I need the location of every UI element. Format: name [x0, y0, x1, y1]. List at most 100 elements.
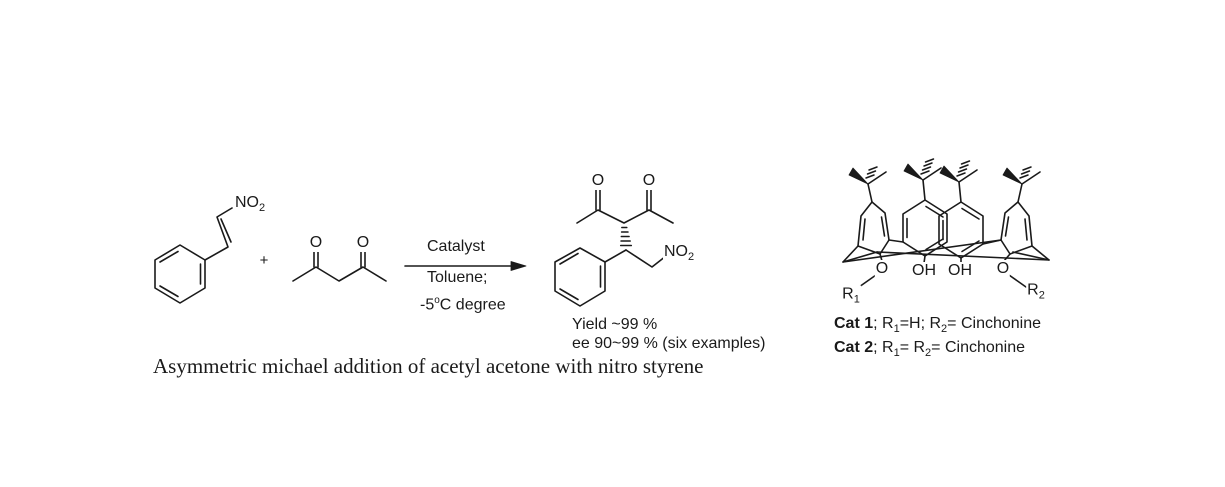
r1-subscript: 1	[853, 293, 860, 306]
cat1-sep: ; R	[873, 315, 894, 332]
hashed-methyl	[921, 166, 932, 171]
hashed-methyl	[923, 162, 933, 167]
hashed-methyl	[960, 160, 971, 165]
r2-text: R	[1027, 281, 1039, 299]
no2-subscript: 2	[688, 251, 695, 264]
condition-solvent: Toluene;	[427, 269, 488, 286]
ring-double-bond	[880, 216, 886, 237]
r2-label: R2	[1026, 281, 1046, 305]
cat2-sep: ; R	[873, 339, 894, 356]
no2-text: NO	[664, 243, 688, 260]
ring-double-bond	[559, 288, 579, 301]
arrow-head	[510, 261, 527, 271]
methyl-bond	[1021, 171, 1041, 185]
cat1-r2-subscript: 2	[941, 323, 948, 336]
bold-wedge-methyl	[1002, 167, 1023, 185]
temp-value: -5	[420, 296, 435, 314]
yield-text: Yield ~99 %	[572, 316, 658, 333]
cat2-mid: = R	[899, 339, 926, 356]
cat1-mid: =H; R	[899, 315, 942, 332]
ring-double-bond	[925, 238, 944, 251]
ring-double-bond	[1004, 216, 1010, 237]
bold-wedge-methyl	[903, 163, 924, 181]
cat1-name: Cat 1	[834, 315, 874, 332]
hashed-methyl	[1020, 170, 1031, 175]
vinyl-bond	[204, 207, 233, 261]
cat1-end: = Cinchonine	[947, 315, 1042, 332]
hashed-methyl	[956, 172, 966, 177]
tbu-stem	[867, 183, 873, 203]
ring-double-bond	[862, 218, 866, 241]
ring-double-bond	[159, 250, 179, 263]
ring-double-bond	[961, 240, 980, 253]
nitrostyrene-structure	[154, 207, 233, 304]
condition-catalyst: Catalyst	[427, 238, 485, 255]
methyl-bond	[922, 167, 942, 181]
tbu-stem	[1017, 183, 1023, 203]
cat1-r1-subscript: 1	[893, 323, 900, 336]
diketone-backbone	[576, 209, 674, 224]
aryl-ring	[938, 201, 984, 259]
cat2-r2-subscript: 2	[925, 347, 932, 360]
bridge-bond	[888, 239, 904, 243]
plus-sign: +	[258, 252, 270, 270]
ring-double-bond	[961, 207, 980, 220]
hashed-methyl	[959, 164, 969, 169]
catalyst-1-definition: Cat 1; R1=H; R2= Cinchonine	[834, 314, 1041, 339]
o-r2-bond	[1008, 274, 1027, 288]
benzene-ring	[154, 244, 206, 304]
o-label-catalyst-right: O	[995, 260, 1011, 278]
o-label-acac-right: O	[355, 234, 371, 252]
rim-bond	[842, 239, 1002, 263]
hydroxyl-bond	[923, 255, 926, 264]
ring-double-bond	[1024, 218, 1028, 241]
degree-superscript: o	[434, 295, 440, 306]
o-label-acac-left: O	[308, 234, 324, 252]
hashed-methyl	[1022, 166, 1032, 171]
catalyst-2-definition: Cat 2; R1= R2= Cinchonine	[834, 338, 1025, 363]
oh-label-left: OH	[911, 262, 937, 280]
methyl-bond	[867, 171, 887, 185]
condition-temperature: -5oC degree	[420, 292, 506, 314]
no2-subscript: 2	[259, 202, 266, 215]
oxygen-bond	[879, 253, 883, 262]
acetylacetone-structure	[292, 251, 387, 282]
cat2-r1-subscript: 1	[893, 347, 900, 360]
r1-text: R	[842, 285, 854, 303]
cat2-name: Cat 2	[834, 339, 874, 356]
hashed-methyl	[957, 168, 968, 173]
cat2-end: = Cinchonine	[931, 339, 1026, 356]
hashed-methyl	[868, 166, 878, 171]
scheme-caption: Asymmetric michael addition of acetyl ac…	[153, 354, 704, 378]
o-r1-bond	[858, 274, 877, 288]
tbu-stem	[958, 181, 962, 203]
calixarene-catalyst-structure	[842, 158, 1050, 288]
hashed-methyl	[1019, 174, 1029, 179]
oh-label-right: OH	[947, 262, 973, 280]
o-label-catalyst-left: O	[874, 260, 890, 278]
benzene-ring	[554, 247, 606, 307]
reaction-arrow	[404, 261, 527, 271]
aryl-ring	[1000, 201, 1033, 255]
no2-text: NO	[235, 194, 259, 211]
no2-label-product: NO2	[663, 243, 696, 267]
no2-label-reactant: NO2	[234, 194, 267, 218]
stereocenter-phenyl-bond	[604, 249, 627, 263]
product-structure	[554, 189, 674, 307]
hashed-methyl	[924, 158, 935, 163]
ring-double-bond	[159, 285, 179, 298]
chain-bond	[292, 266, 387, 282]
nitromethyl-bond	[625, 249, 667, 268]
r2-subscript: 2	[1038, 289, 1045, 302]
temp-unit: C degree	[439, 296, 506, 314]
hashed-methyl	[866, 170, 877, 175]
ee-text: ee 90~99 % (six examples)	[572, 335, 766, 352]
hashed-methyl	[920, 170, 930, 175]
ring-double-bond	[559, 252, 579, 265]
tbu-stem	[922, 179, 926, 201]
o-label-product-left: O	[590, 172, 606, 190]
hashed-methyl	[865, 174, 875, 179]
vinyl-double-bond	[220, 218, 232, 243]
o-label-product-right: O	[641, 172, 657, 190]
